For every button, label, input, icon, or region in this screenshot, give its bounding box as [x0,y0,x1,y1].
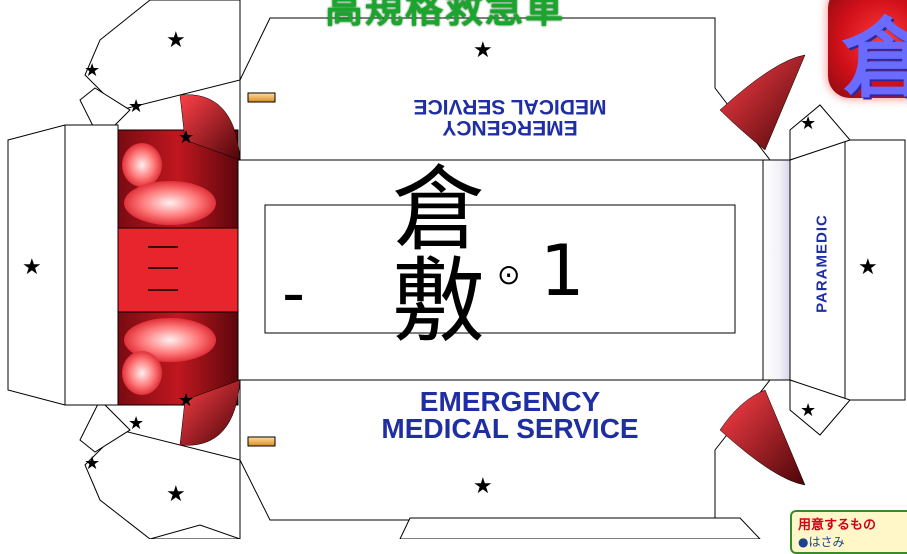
rear-lamp-top-large [124,181,216,225]
ems-bottom-line1: EMERGENCY [419,386,601,417]
star-icon: ★ [858,255,878,280]
rear-lamp-top-small [122,143,162,187]
page-title: 高規格救急車 [325,0,566,31]
top-right-wing-light [719,54,806,151]
bottom-left-extra-tab [149,524,241,539]
bottom-marker-lamp [247,436,276,447]
star-icon: ★ [128,413,145,434]
star-icon: ★ [473,38,493,63]
front-top-tab [789,104,851,161]
materials-item: ●はさみ [798,535,845,549]
rear-lamp-bottom-small [122,351,162,395]
materials-title: 用意するもの [798,518,877,533]
paramedic-label: PARAMEDIC [813,214,831,313]
rear-lamp-bottom-large [124,318,216,362]
bottom-left-fold-tab [84,429,241,539]
bottom-right-wing-light [719,389,806,486]
bottom-left-small-tab [79,399,131,453]
roof-unit-number: 1 [540,230,585,312]
roof-number-frame [264,204,736,334]
materials-box: 用意するもの ●はさみ [790,510,907,554]
roof-dash: - [282,257,306,331]
badge-kanji: 倉 [842,9,907,109]
top-marker-lamp [247,92,276,103]
front-bottom-tab [789,379,851,436]
star-icon: ★ [178,127,195,148]
rear-door-bright-band [117,227,239,313]
star-icon: ★ [800,400,817,421]
bottom-extra-tab [399,517,761,539]
front-end-panel [789,139,906,401]
star-icon: ★ [166,482,186,507]
top-left-wing-light [179,94,241,161]
roof-circle-mark: ⊙ [497,258,521,291]
ems-label-bottom: EMERGENCY MEDICAL SERVICE [330,386,690,444]
star-icon: ★ [800,113,817,134]
star-icon: ★ [22,255,42,280]
star-icon: ★ [128,96,145,117]
front-band [762,159,791,381]
papercraft-sheet [7,0,906,539]
ems-top-line1: EMERGENCY [442,116,578,139]
ems-bottom-line2: MEDICAL SERVICE [381,413,639,444]
ems-top-line2: MEDICAL SERVICE [413,95,607,118]
top-left-fold-tab [84,0,241,111]
star-icon: ★ [166,28,186,53]
ems-label-top: EMERGENCY MEDICAL SERVICE [330,95,690,139]
star-icon: ★ [84,60,101,81]
roof-city-kanji: 倉敷 [377,160,484,344]
star-icon: ★ [178,390,195,411]
star-icon: ★ [473,474,493,499]
star-icon: ★ [84,453,101,474]
kanji-badge: 倉 [828,0,907,109]
bottom-left-wing-light [179,379,241,446]
